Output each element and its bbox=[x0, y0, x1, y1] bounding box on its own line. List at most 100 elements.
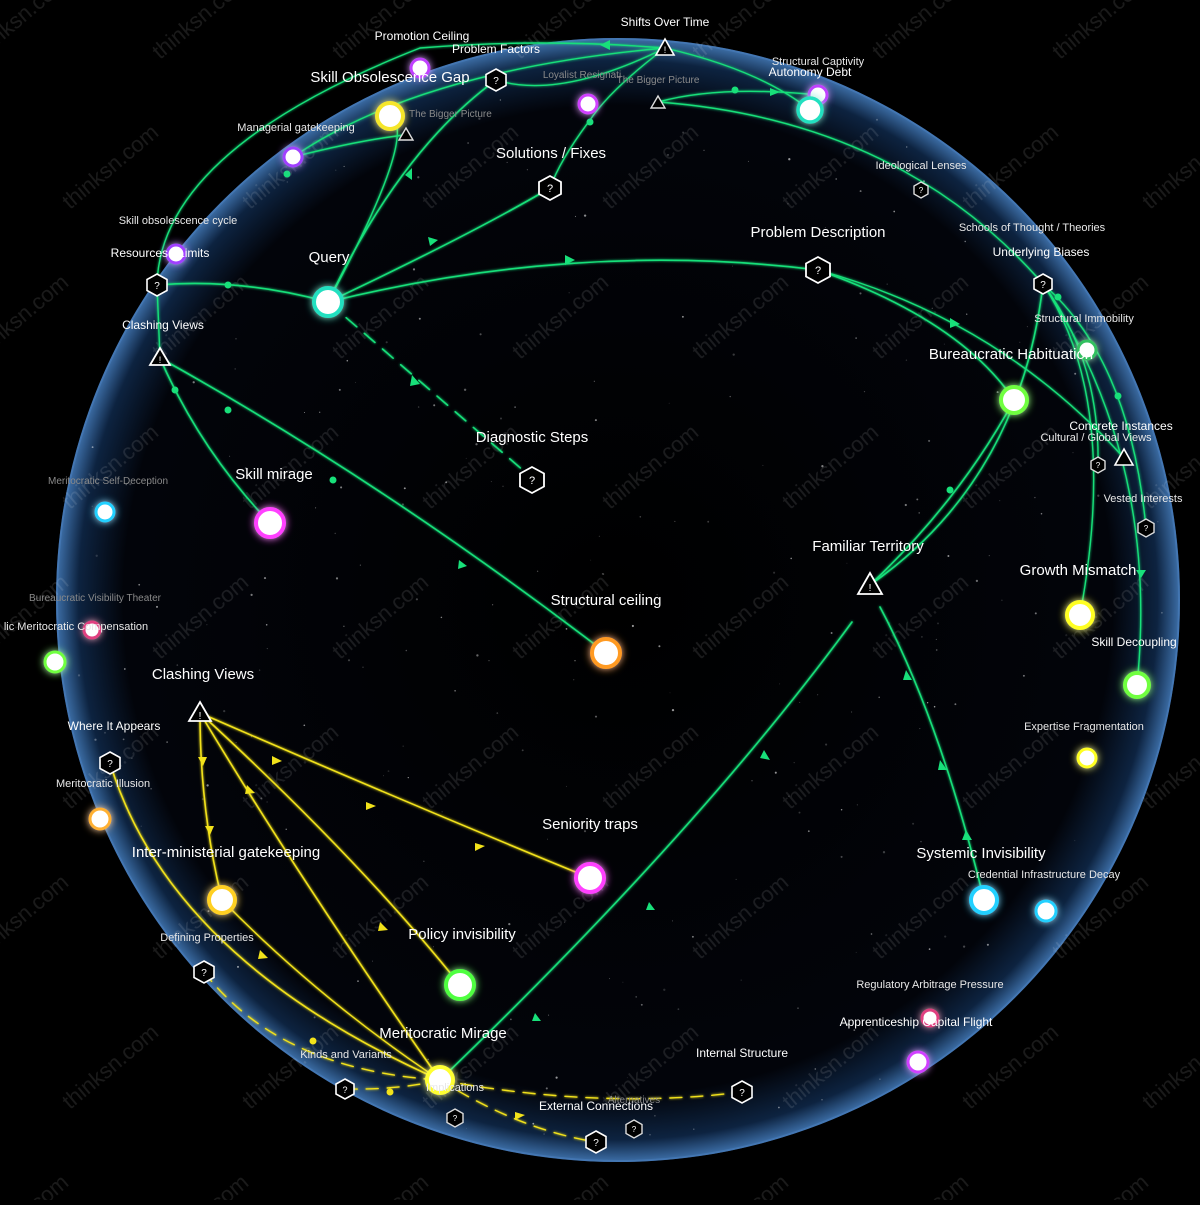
node-label: Cultural / Global Views bbox=[1040, 432, 1152, 444]
node-underlying-biases[interactable]: ? Underlying Biases bbox=[993, 245, 1090, 295]
node-clashing-views-bottom[interactable]: ! Clashing Views bbox=[152, 666, 254, 722]
node-bureaucratic-visibility-theater[interactable]: Bureaucratic Visibility Theater bbox=[29, 593, 162, 640]
star bbox=[91, 505, 93, 507]
node-structural-immobility[interactable]: Structural Immobility bbox=[1034, 313, 1134, 361]
link bbox=[1042, 283, 1147, 529]
star bbox=[996, 391, 999, 394]
star bbox=[258, 669, 261, 671]
node-meritocratic-compensation[interactable]: lic Meritocratic Compensation bbox=[4, 621, 148, 674]
node-promotion-ceiling[interactable]: Promotion Ceiling bbox=[375, 29, 470, 79]
node-systemic-invisibility[interactable]: Systemic Invisibility bbox=[916, 845, 1046, 915]
node-label: Vested Interests bbox=[1104, 493, 1183, 505]
node-query[interactable]: Query bbox=[309, 249, 350, 318]
star bbox=[943, 343, 945, 345]
node-solutions-fixes[interactable]: ? Solutions / Fixes bbox=[496, 145, 606, 202]
node-schools-of-thought[interactable]: Schools of Thought / Theories bbox=[959, 222, 1106, 234]
node-skill-mirage[interactable]: Skill mirage bbox=[235, 466, 313, 539]
star bbox=[863, 391, 866, 393]
star bbox=[669, 692, 671, 694]
star bbox=[250, 593, 253, 597]
star bbox=[790, 557, 792, 560]
nodes-layer: ! Shifts Over Time Promotion Ceiling ? P… bbox=[4, 15, 1183, 1154]
node-familiar-territory[interactable]: ! Familiar Territory bbox=[812, 538, 924, 595]
node-resources-limits[interactable]: ? Resources / Limits bbox=[111, 246, 210, 297]
node-label: Problem Description bbox=[750, 224, 885, 241]
star bbox=[536, 570, 539, 572]
node-skill-obsolescence-cycle[interactable]: Skill obsolescence cycle bbox=[119, 215, 238, 265]
links-layer bbox=[109, 42, 1147, 1143]
star bbox=[879, 1078, 881, 1080]
node-concrete-instances[interactable]: Concrete Instances bbox=[1069, 419, 1173, 466]
star bbox=[935, 649, 938, 651]
node-the-bigger-picture-top[interactable]: The Bigger Picture bbox=[617, 75, 700, 109]
node-vested-interests[interactable]: ? Vested Interests bbox=[1104, 493, 1183, 538]
star bbox=[920, 840, 922, 843]
node-alternatives[interactable]: ? Alternatives bbox=[608, 1095, 660, 1139]
node-policy-invisibility[interactable]: Policy invisibility bbox=[408, 926, 516, 1001]
node-expertise-fragmentation[interactable]: Expertise Fragmentation bbox=[1024, 721, 1144, 769]
star bbox=[622, 981, 624, 983]
node-kinds-and-variants[interactable]: ? Kinds and Variants bbox=[300, 1049, 392, 1100]
node-clashing-views-top[interactable]: ! Clashing Views bbox=[122, 318, 204, 366]
star bbox=[563, 921, 566, 923]
node-managerial-gatekeeping[interactable]: Managerial gatekeeping bbox=[237, 122, 355, 168]
star bbox=[266, 648, 268, 650]
node-meritocratic-mirage[interactable]: Meritocratic Mirage bbox=[379, 1025, 507, 1095]
star bbox=[417, 406, 420, 408]
node-meritocratic-illusion[interactable]: Meritocratic Illusion bbox=[56, 778, 150, 831]
svg-text:?: ? bbox=[154, 281, 160, 292]
star bbox=[735, 878, 737, 880]
star bbox=[465, 457, 467, 459]
link bbox=[221, 899, 441, 1081]
node-credential-infrastructure-decay[interactable]: Credential Infrastructure Decay bbox=[968, 869, 1121, 923]
star bbox=[423, 860, 425, 862]
node-implications[interactable]: ? Implications bbox=[426, 1082, 485, 1128]
star bbox=[937, 622, 939, 625]
star bbox=[773, 571, 776, 574]
node-problem-factors[interactable]: ? Problem Factors bbox=[452, 42, 540, 92]
star bbox=[313, 1016, 316, 1019]
star bbox=[905, 359, 908, 361]
star bbox=[192, 381, 195, 384]
link-arrow bbox=[475, 843, 485, 851]
link-arrow bbox=[428, 237, 438, 246]
star bbox=[545, 1087, 548, 1090]
node-skill-decoupling[interactable]: Skill Decoupling bbox=[1091, 635, 1177, 699]
star bbox=[798, 811, 801, 814]
node-where-it-appears[interactable]: ? Where It Appears bbox=[68, 719, 161, 775]
node-internal-structure[interactable]: ? Internal Structure bbox=[696, 1046, 788, 1104]
star bbox=[691, 935, 694, 938]
star bbox=[1015, 855, 1018, 858]
node-cultural-global-views[interactable]: ? Cultural / Global Views bbox=[1040, 432, 1152, 474]
star bbox=[740, 979, 742, 981]
node-defining-properties[interactable]: ? Defining Properties bbox=[160, 932, 254, 984]
node-loyalist-resignation[interactable]: Loyalist Resignati bbox=[543, 70, 621, 115]
node-the-bigger-picture-left[interactable]: The Bigger Picture bbox=[375, 101, 492, 131]
node-shifts-over-time[interactable]: ! Shifts Over Time bbox=[621, 15, 710, 56]
node-structural-ceiling[interactable]: Structural ceiling bbox=[551, 592, 662, 669]
node-ideological-lenses[interactable]: ? Ideological Lenses bbox=[875, 160, 967, 199]
star bbox=[506, 161, 508, 163]
node-diagnostic-steps[interactable]: ? Diagnostic Steps bbox=[476, 429, 589, 495]
star bbox=[122, 738, 125, 741]
star bbox=[362, 666, 364, 668]
node-autonomy-debt[interactable]: Autonomy Debt bbox=[769, 65, 852, 124]
star bbox=[207, 910, 210, 913]
node-label: Query bbox=[309, 249, 350, 266]
node-inter-ministerial-gatekeeping[interactable]: Inter-ministerial gatekeeping bbox=[132, 844, 320, 915]
star bbox=[975, 579, 979, 583]
star bbox=[547, 838, 549, 840]
node-growth-mismatch[interactable]: Growth Mismatch bbox=[1020, 562, 1137, 630]
node-bureaucratic-habituation[interactable]: Bureaucratic Habituation bbox=[929, 346, 1093, 415]
node-problem-description[interactable]: ? Problem Description bbox=[750, 224, 886, 285]
node-apprenticeship-capital-flight[interactable]: Apprenticeship Capital Flight bbox=[840, 1015, 993, 1074]
node-label: External Connections bbox=[539, 1099, 653, 1113]
node-meritocratic-self-deception[interactable]: Meritocratic Self-Deception bbox=[48, 476, 168, 523]
star bbox=[433, 404, 436, 407]
node-skill-obsolescence-gap[interactable]: Skill Obsolescence Gap bbox=[310, 69, 469, 86]
link-dashed bbox=[439, 1079, 743, 1100]
node-external-connections[interactable]: ? External Connections bbox=[539, 1099, 653, 1154]
node-seniority-traps[interactable]: Seniority traps bbox=[542, 816, 638, 894]
node-regulatory-arbitrage-pressure[interactable]: Regulatory Arbitrage Pressure bbox=[856, 979, 1004, 1028]
